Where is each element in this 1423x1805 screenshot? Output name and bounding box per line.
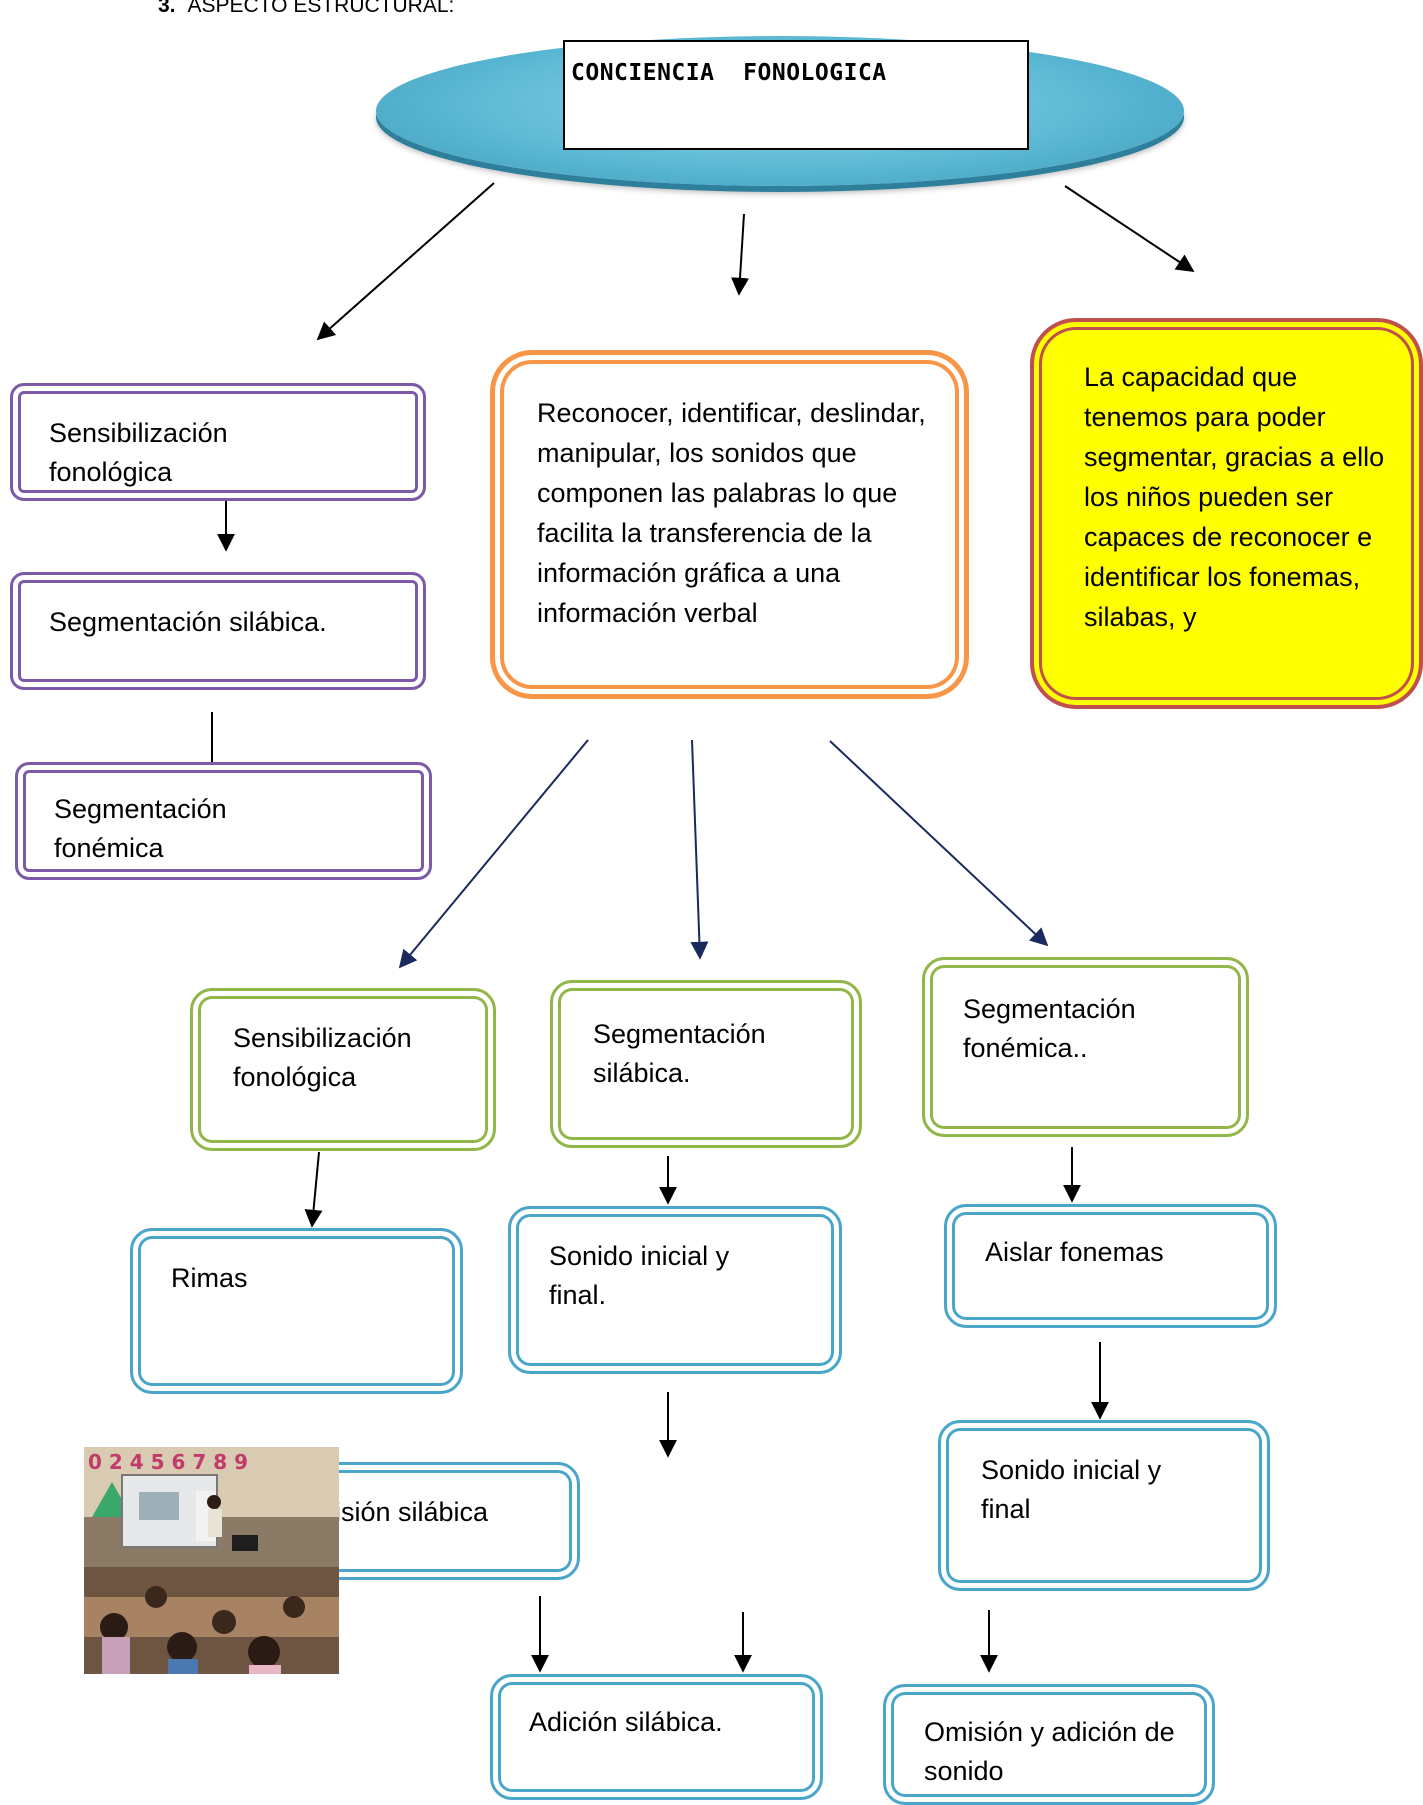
node-label: Sonido inicial y final. [549, 1241, 730, 1310]
diagram-title: CONCIENCIA FONOLOGICA [571, 60, 887, 86]
node-label: Segmentación fonémica [54, 794, 227, 863]
branch2-node-adicion-silabica: Adición silábica. [490, 1674, 823, 1800]
definition-node-right: La capacidad que tenemos para poder segm… [1030, 318, 1423, 709]
branch3-node-sonido-inicial: Sonido inicial y final [938, 1420, 1270, 1591]
classroom-photo: 0 2 4 5 6 7 8 9 [84, 1447, 339, 1674]
definition-node-center: Reconocer, identificar, deslindar, manip… [490, 350, 969, 699]
level2-node-segmentacion-fonemica: Segmentación fonémica.. [922, 957, 1249, 1137]
node-label: Aislar fonemas [985, 1237, 1164, 1267]
right-definition-text: La capacidad que tenemos para poder segm… [1084, 362, 1385, 632]
center-definition-text: Reconocer, identificar, deslindar, manip… [537, 398, 926, 628]
level2-node-segmentacion-silabica: Segmentación silábica. [550, 980, 862, 1148]
branch3-node-omision-adicion: Omisión y adición de sonido [883, 1684, 1215, 1805]
section-heading: 3. ASPECTO ESTRUCTURAL: [158, 0, 454, 18]
branch3-node-aislar-fonemas: Aislar fonemas [944, 1204, 1277, 1328]
branch2-node-omision-silabica: isión silábica [310, 1462, 580, 1580]
node-label: Segmentación silábica. [49, 607, 327, 637]
node-label: Segmentación fonémica.. [963, 994, 1136, 1063]
node-label: Sensibilización fonológica [49, 418, 228, 487]
node-label: Rimas [171, 1263, 248, 1293]
section-title: ASPECTO ESTRUCTURAL: [187, 0, 455, 17]
arrow-g1-b1 [304, 1151, 323, 1228]
photo-wall-digits: 0 2 4 5 6 7 8 9 [88, 1450, 248, 1474]
node-label: Sonido inicial y final [981, 1455, 1162, 1524]
arrow-title-right [1064, 185, 1195, 272]
arrow-center-g3 [829, 740, 1049, 947]
title-box: CONCIENCIA FONOLOGICA [563, 40, 1029, 150]
arrow-center-g1 [398, 739, 589, 969]
arrow-center-g2 [690, 739, 709, 960]
node-label: isión silábica [335, 1497, 489, 1527]
node-label: Omisión y adición de sonido [924, 1717, 1175, 1786]
left-node-sensibilizacion: Sensibilización fonológica [10, 383, 426, 501]
arrow-title-center [731, 213, 749, 296]
arrow-title-left [316, 182, 495, 341]
branch2-node-sonido-inicial: Sonido inicial y final. [508, 1206, 842, 1374]
left-node-segmentacion-fonemica: Segmentación fonémica [15, 762, 432, 880]
branch1-node-rimas: Rimas [130, 1228, 463, 1394]
node-label: Adición silábica. [529, 1707, 723, 1737]
node-label: Sensibilización fonológica [233, 1023, 412, 1092]
section-number: 3. [158, 0, 176, 17]
node-label: Segmentación silábica. [593, 1019, 766, 1088]
level2-node-sensibilizacion: Sensibilización fonológica [190, 988, 496, 1151]
left-node-segmentacion-silabica: Segmentación silábica. [10, 572, 426, 690]
